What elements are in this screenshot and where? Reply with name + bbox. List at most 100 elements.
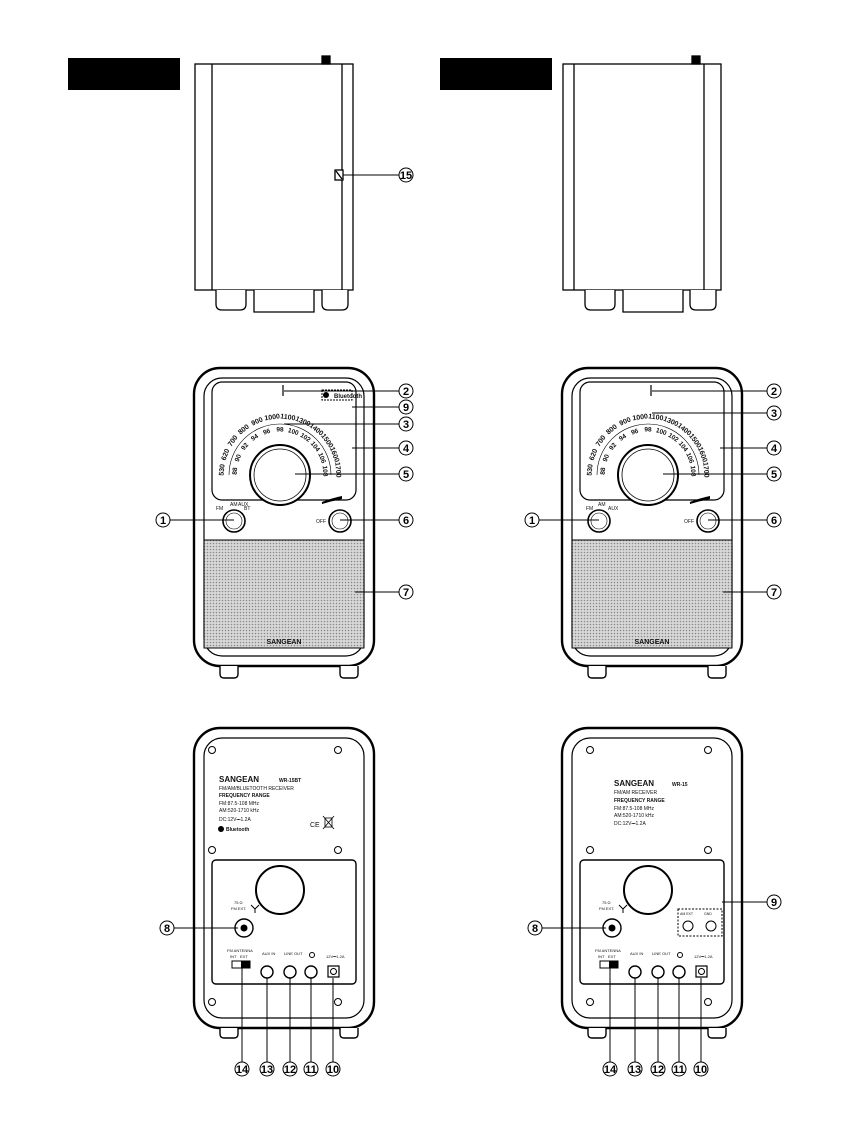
fm-scale-label: 96 [630,428,639,437]
fm-scale-label: 108 [321,465,329,477]
mode-label-aux: AUX [608,506,619,512]
svg-text:12: 12 [284,1064,296,1076]
headphone-jack[interactable] [304,965,318,979]
callout-12: 12 [650,1061,666,1077]
gnd-terminal[interactable] [705,920,717,932]
am-scale-label: 620 [221,448,232,461]
back-line2: FREQUENCY RANGE [614,798,665,804]
fm-scale-label: 92 [240,442,250,452]
screws [586,746,712,1006]
am-scale-label: 530 [219,464,227,476]
mode-label-aux: AUX [238,502,249,508]
fm-scale-label: 90 [602,453,611,463]
svg-text:13: 13 [261,1064,273,1076]
callout-11: 11 [671,1061,687,1077]
am-scale-label: 530 [587,464,595,476]
line-out-jack[interactable] [283,965,297,979]
back-model: WR-15 [672,782,688,788]
line-out-jack[interactable] [651,965,665,979]
bluetooth-icon [218,826,224,832]
aux-in-jack[interactable] [260,965,274,979]
fm-scale-label: 88 [232,467,240,475]
speaker-grille [203,539,365,649]
dc-in-jack[interactable] [695,965,708,978]
svg-text:4: 4 [403,443,410,455]
fm-scale-label: 98 [644,427,652,434]
svg-text:14: 14 [604,1064,617,1076]
gnd-label: GND [704,912,712,916]
back-brand: SANGEAN [614,779,654,788]
antenna-imp: 75 Ω [602,900,611,905]
svg-text:8: 8 [532,923,538,935]
back-line2: FREQUENCY RANGE [219,793,270,799]
am-scale-label: 1000 [264,413,280,422]
fm-antenna-label: FM ANTENNA [227,948,253,953]
svg-text:10: 10 [327,1064,339,1076]
callout-15: 15 [398,167,414,183]
mode-label-fm: FM [586,506,593,512]
callouts-right: 2 3 4 5 1 6 7 9 8 14 13 12 11 10 [524,383,782,1077]
callout-11: 11 [303,1061,319,1077]
aux-in-jack[interactable] [628,965,642,979]
mode-label-am: AM [598,502,606,508]
am-ext-terminal[interactable] [682,920,694,932]
am-scale-label: 1700 [701,462,709,478]
fm-scale-label: 106 [316,452,327,465]
fm-scale-label: 90 [234,453,243,463]
front-brand: SANGEAN [266,639,301,646]
svg-text:3: 3 [403,419,409,431]
front-brand: SANGEAN [634,639,669,646]
side-view-left [194,55,354,313]
am-scale-label: 1700 [333,462,341,478]
callout-5: 5 [398,466,414,482]
svg-text:1: 1 [160,515,166,527]
svg-text:6: 6 [403,515,409,527]
fm-scale-label: 94 [250,433,260,443]
svg-text:5: 5 [403,469,409,481]
am-scale-label: 1000 [632,413,648,422]
ce-mark: CE [310,822,320,829]
callout-1: 1 [524,512,540,528]
svg-text:9: 9 [771,897,777,909]
svg-text:10: 10 [695,1064,707,1076]
line-out-label: LINE OUT [284,951,303,956]
back-line1: FM/AM/BLUETOOTH RECEIVER [219,786,294,792]
dc-in-jack[interactable] [327,965,340,978]
am-scale-label: 900 [619,416,633,427]
mode-label-bt: BT [244,506,250,512]
ext-label: EXT [240,954,248,959]
mode-label-fm: FM [216,506,223,512]
back-dc: DC:12V⎓1.2A [219,817,251,823]
callout-7: 7 [398,584,414,600]
svg-text:8: 8 [164,923,170,935]
tuning-knob[interactable] [617,444,679,506]
headphone-jack[interactable] [672,965,686,979]
svg-text:5: 5 [771,469,777,481]
callout-9: 9 [398,399,414,415]
back-view-right: SANGEAN WR-15 FM/AM RECEIVER FREQUENCY R… [560,726,744,1039]
svg-text:3: 3 [771,408,777,420]
am-scale-label: 1100 [280,413,296,422]
back-am-range: AM:520-1710 kHz [219,808,260,814]
tuning-knob[interactable] [249,444,311,506]
ext-label: EXT [608,954,616,959]
back-fm-range: FM:87.5-108 MHz [614,806,655,812]
fm-scale-label: 100 [287,427,300,437]
svg-text:7: 7 [771,587,777,599]
callout-13: 13 [627,1061,643,1077]
back-dc: DC:12V⎓1.2A [614,821,646,827]
fm-scale-label: 100 [655,427,668,437]
callout-12: 12 [282,1061,298,1077]
callout-3: 3 [766,405,782,421]
fm-scale-label: 98 [276,427,284,434]
svg-text:2: 2 [403,386,409,398]
side-view-right [562,55,722,313]
fm-scale-label: 94 [618,433,628,443]
aux-in-label: AUX IN [630,951,643,956]
line-out-label: LINE OUT [652,951,671,956]
bluetooth-badge [321,389,353,401]
callout-10: 10 [325,1061,341,1077]
